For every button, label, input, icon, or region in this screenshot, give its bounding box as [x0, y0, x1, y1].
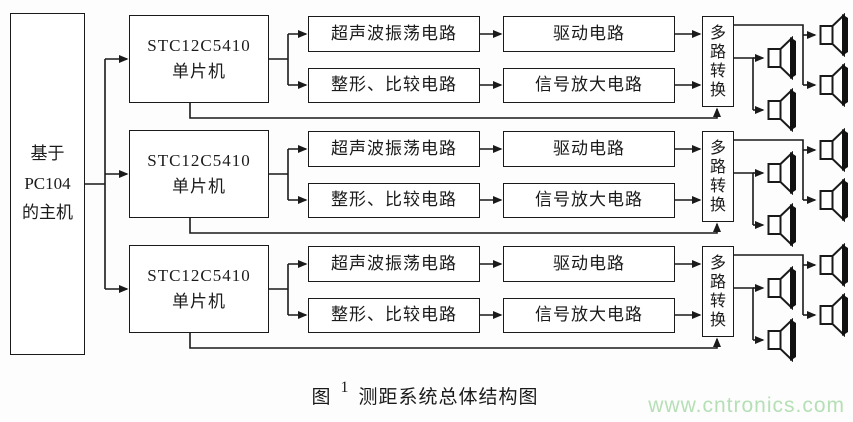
transducer-icon-1-near-bottom	[765, 87, 797, 133]
shaping-box-3: 整形、比较电路	[308, 298, 480, 333]
amplifier-box-1: 信号放大电路	[503, 68, 675, 103]
shaping-box-1: 整形、比较电路	[308, 68, 480, 103]
transducer-icon-2-far-top	[817, 127, 849, 173]
shaping-box-2: 整形、比较电路	[308, 183, 480, 218]
figure-caption-label: 图	[311, 387, 332, 408]
oscillator-1-label: 超声波振荡电路	[331, 23, 457, 43]
mcu-1-label-line2: 单片机	[172, 62, 226, 81]
transducer-icon-2-near-top	[765, 150, 797, 196]
watermark-text: www.cntronics.com	[648, 394, 845, 417]
host-label-line2: PC104	[24, 173, 71, 193]
driver-2-label: 驱动电路	[553, 138, 625, 158]
host-label-line3: 的主机	[22, 203, 73, 223]
oscillator-3-label: 超声波振荡电路	[331, 253, 457, 273]
mcu-2-label-line1: STC12C5410	[147, 150, 251, 170]
driver-box-1: 驱动电路	[503, 16, 675, 52]
amplifier-box-3: 信号放大电路	[503, 298, 675, 333]
mux-box-3: 多路转换	[702, 246, 734, 337]
mcu-box-3: STC12C5410 单片机	[129, 245, 269, 333]
oscillator-box-3: 超声波振荡电路	[308, 246, 480, 282]
mux-1-label: 多路转换	[709, 24, 726, 99]
transducer-icon-3-near-bottom	[765, 317, 797, 363]
driver-box-2: 驱动电路	[503, 131, 675, 167]
oscillator-box-2: 超声波振荡电路	[308, 131, 480, 167]
oscillator-2-label: 超声波振荡电路	[331, 138, 457, 158]
transducer-icon-1-far-bottom	[817, 62, 849, 108]
mcu-1-label-line1: STC12C5410	[147, 35, 251, 55]
shaping-1-label: 整形、比较电路	[331, 75, 457, 95]
mcu-3-label-line1: STC12C5410	[147, 265, 251, 285]
mcu-box-1: STC12C5410 单片机	[129, 15, 269, 103]
shaping-2-label: 整形、比较电路	[331, 190, 457, 210]
mux-box-1: 多路转换	[702, 16, 734, 107]
mux-3-label: 多路转换	[709, 254, 726, 329]
amplifier-box-2: 信号放大电路	[503, 183, 675, 218]
amplifier-3-label: 信号放大电路	[535, 305, 643, 325]
driver-1-label: 驱动电路	[553, 23, 625, 43]
figure-caption-number: 1	[340, 379, 350, 396]
driver-3-label: 驱动电路	[553, 253, 625, 273]
transducer-icon-2-near-bottom	[765, 202, 797, 248]
host-label-line1: 基于	[30, 144, 65, 164]
host-box: 基于 PC104 的主机	[10, 13, 85, 355]
mcu-2-label-line2: 单片机	[172, 177, 226, 196]
shaping-3-label: 整形、比较电路	[331, 305, 457, 325]
amplifier-2-label: 信号放大电路	[535, 190, 643, 210]
transducer-icon-1-far-top	[817, 12, 849, 58]
oscillator-box-1: 超声波振荡电路	[308, 16, 480, 52]
mcu-box-2: STC12C5410 单片机	[129, 130, 269, 218]
mux-box-2: 多路转换	[702, 131, 734, 222]
transducer-icon-2-far-bottom	[817, 177, 849, 223]
mux-2-label: 多路转换	[709, 139, 726, 214]
transducer-icon-1-near-top	[765, 35, 797, 81]
transducer-icon-3-far-top	[817, 242, 849, 288]
figure-caption-title: 测距系统总体结构图	[358, 387, 539, 408]
mcu-3-label-line2: 单片机	[172, 292, 226, 311]
transducer-icon-3-far-bottom	[817, 292, 849, 338]
driver-box-3: 驱动电路	[503, 246, 675, 282]
transducer-icon-3-near-top	[765, 265, 797, 311]
figure-caption: 图 1 测距系统总体结构图	[295, 379, 555, 409]
amplifier-1-label: 信号放大电路	[535, 75, 643, 95]
